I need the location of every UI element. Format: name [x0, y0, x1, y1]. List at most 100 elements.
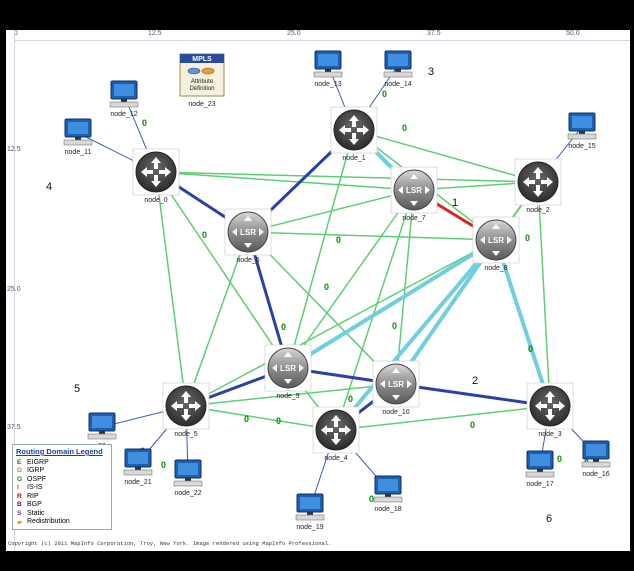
network-router-node_1[interactable]: node_1 [330, 106, 378, 162]
ospf-link [185, 380, 397, 407]
svg-text:LSR: LSR [488, 236, 504, 245]
link-metric-label: 0 [402, 123, 407, 133]
node-label: node_10 [382, 409, 409, 416]
annotation-number: 6 [546, 513, 552, 525]
legend-code: ▰ [17, 518, 22, 526]
ospf-link [247, 231, 497, 244]
link-metric-label: 0 [281, 322, 286, 332]
network-pc-node_12[interactable]: node_12 [109, 80, 139, 118]
legend-code: I [17, 484, 19, 492]
node-label: node_8 [484, 265, 507, 272]
link-metric-label: 0 [348, 394, 353, 404]
legend-code: S [17, 509, 22, 517]
ospf-link [247, 231, 397, 385]
link-metric-label: 0 [142, 118, 147, 128]
link-metric-label: 0 [324, 282, 329, 292]
legend-entry: ▰Redistribution [13, 518, 111, 527]
network-diagram-canvas: 0000000000000000000000 node_0node_1node_… [6, 30, 630, 551]
annotation-number: 4 [46, 181, 52, 193]
network-pc-node_15[interactable]: node_15 [567, 112, 597, 150]
network-router-node_4[interactable]: node_4 [312, 406, 360, 462]
legend-label: OSPF [27, 475, 47, 483]
node-label: node_9 [276, 393, 299, 400]
ospf-link [185, 405, 337, 433]
svg-text:LSR: LSR [388, 380, 404, 389]
link-metric-label: 0 [528, 344, 533, 354]
network-router-node_5[interactable]: node_5 [162, 382, 210, 438]
link-metric-label: 0 [470, 420, 475, 430]
node-label: node_2 [526, 207, 549, 214]
ruler-tick: 25.0 [287, 30, 301, 37]
link-metric-label: 0 [557, 454, 562, 464]
mpls-text: Attribute [191, 79, 214, 85]
network-pc-node_22[interactable]: node_22 [173, 459, 203, 497]
legend-label: IGRP [27, 467, 45, 475]
network-router-node_3[interactable]: node_3 [526, 382, 574, 438]
link-metric-label: 0 [161, 460, 166, 470]
annotation-number: 1 [452, 197, 458, 209]
legend-code: E [17, 458, 22, 466]
ospf-link [286, 129, 355, 369]
node-label: node_16 [582, 471, 609, 478]
ospf-link [287, 189, 415, 369]
ospf-link [537, 181, 554, 407]
node-label: node_13 [314, 81, 341, 88]
network-lsr-node_10[interactable]: LSR node_10 [372, 360, 420, 416]
node-label: node_22 [174, 490, 201, 497]
link-metric-label: 0 [382, 89, 387, 99]
node-label: node_1 [342, 155, 365, 162]
ospf-link [335, 403, 551, 431]
network-diagram: 0000000000000000000000 node_0node_1node_… [46, 50, 611, 531]
network-pc-node_14[interactable]: node_14 [383, 50, 413, 88]
network-pc-node_19[interactable]: node_19 [295, 493, 325, 531]
primary-path-link [394, 382, 552, 408]
ruler-tick: 50.0 [566, 30, 580, 37]
te-tunnel-link [494, 238, 552, 408]
legend-label: EIGRP [27, 458, 49, 466]
network-router-node_0[interactable]: node_0 [132, 148, 180, 204]
network-pc-node_11[interactable]: node_11 [63, 118, 93, 156]
link-metric-label: 0 [525, 233, 530, 243]
nodes-layer: node_0node_1node_2node_3node_4node_5LSRn… [63, 50, 611, 531]
ospf-link [155, 171, 415, 194]
legend-code: R [17, 492, 22, 500]
node-label: node_11 [65, 149, 92, 156]
node-label: node_7 [402, 215, 425, 222]
left-ruler: 12.5 25.0 37.5 [6, 30, 21, 551]
network-pc-node_21[interactable]: node_21 [123, 448, 153, 486]
ospf-link [353, 129, 539, 184]
network-lsr-node_8[interactable]: LSR node_8 [472, 216, 520, 272]
ruler-tick: 25.0 [7, 286, 21, 293]
network-pc-node_17[interactable]: node_17 [525, 450, 555, 488]
link-metric-label: 0 [369, 494, 374, 504]
network-pc-node_16[interactable]: node_16 [581, 440, 611, 478]
mpls-text: Definition [189, 86, 214, 92]
link-metric-label: 0 [336, 235, 341, 245]
ospf-link [334, 189, 415, 431]
ruler-tick: 37.5 [427, 30, 441, 37]
ospf-link [184, 231, 249, 407]
annotation-number: 2 [472, 375, 478, 387]
svg-text:LSR: LSR [240, 228, 256, 237]
te-tunnel-link [286, 238, 498, 370]
legend-code: O [17, 475, 23, 483]
legend-label: BGP [27, 501, 42, 509]
ospf-link [155, 171, 189, 407]
node-label: node_0 [144, 197, 167, 204]
network-pc-node_18[interactable]: node_18 [373, 475, 403, 513]
te-tunnel-link [334, 238, 498, 432]
network-pc-node_13[interactable]: node_13 [313, 50, 343, 88]
node-label: node_3 [538, 431, 561, 438]
annotation-number: 5 [74, 383, 80, 395]
link-metric-label: 0 [392, 321, 397, 331]
ospf-link [155, 171, 539, 186]
network-router-node_2[interactable]: node_2 [514, 158, 562, 214]
